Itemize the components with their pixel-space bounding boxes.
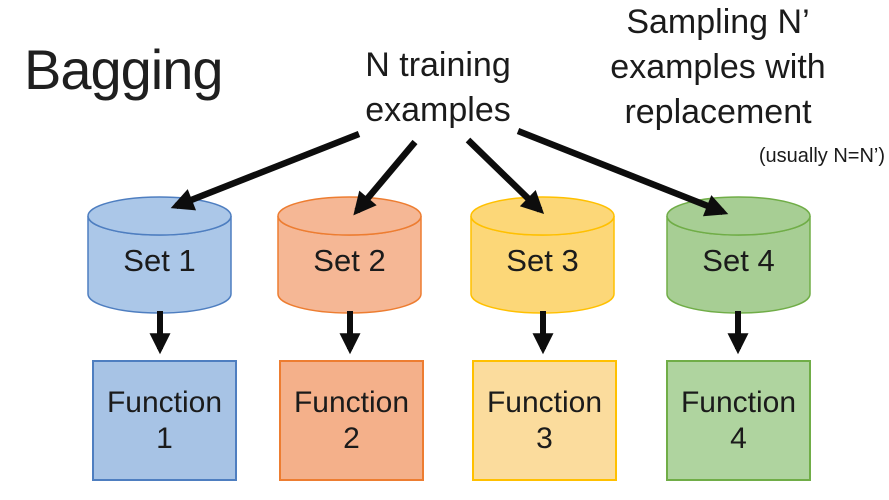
function-2-box: [279, 360, 424, 481]
function-1-box: [92, 360, 237, 481]
function-1-label: Function 1: [93, 361, 236, 480]
function-number: 3: [536, 421, 553, 455]
arrow-to-set-1: [170, 130, 361, 211]
function-2-label: Function 2: [280, 361, 423, 480]
function-word: Function: [106, 385, 223, 419]
set-1-label: Set 1: [123, 243, 196, 278]
n-training-line: N training: [365, 46, 511, 84]
arrow-to-set-2: [353, 139, 418, 216]
function-word: Function: [486, 385, 603, 419]
function-number: 1: [156, 421, 173, 455]
set-3-label: Set 3: [506, 243, 579, 278]
function-3-label: Function 3: [473, 361, 616, 480]
examples-line: examples: [365, 91, 511, 129]
function-word: Function: [680, 385, 797, 419]
replacement-line: replacement: [624, 93, 812, 131]
sampling-label: Sampling N’ examples with replacement: [610, 0, 825, 135]
set-3-cylinder-top: [470, 196, 615, 236]
function-number: 4: [730, 421, 747, 455]
n-training-examples-label: N training examples: [365, 43, 511, 133]
usually-note: (usually N=N’): [758, 145, 885, 167]
function-word: Function: [293, 385, 410, 419]
function-3-box: [472, 360, 617, 481]
arrow-to-set-3: [465, 137, 545, 214]
sampling-line: Sampling N’: [626, 3, 810, 41]
page-title: Bagging: [24, 38, 224, 101]
function-number: 2: [343, 421, 360, 455]
function-4-box: [666, 360, 811, 481]
set-4-cylinder-top: [666, 196, 811, 236]
set-4-label: Set 4: [702, 243, 775, 278]
set-2-cylinder-top: [277, 196, 422, 236]
set-2-label: Set 2: [313, 243, 386, 278]
arrow-to-set-4: [516, 127, 729, 217]
set-1-cylinder-top: [87, 196, 232, 236]
examples-with-line: examples with: [610, 48, 826, 86]
function-4-label: Function 4: [667, 361, 810, 480]
